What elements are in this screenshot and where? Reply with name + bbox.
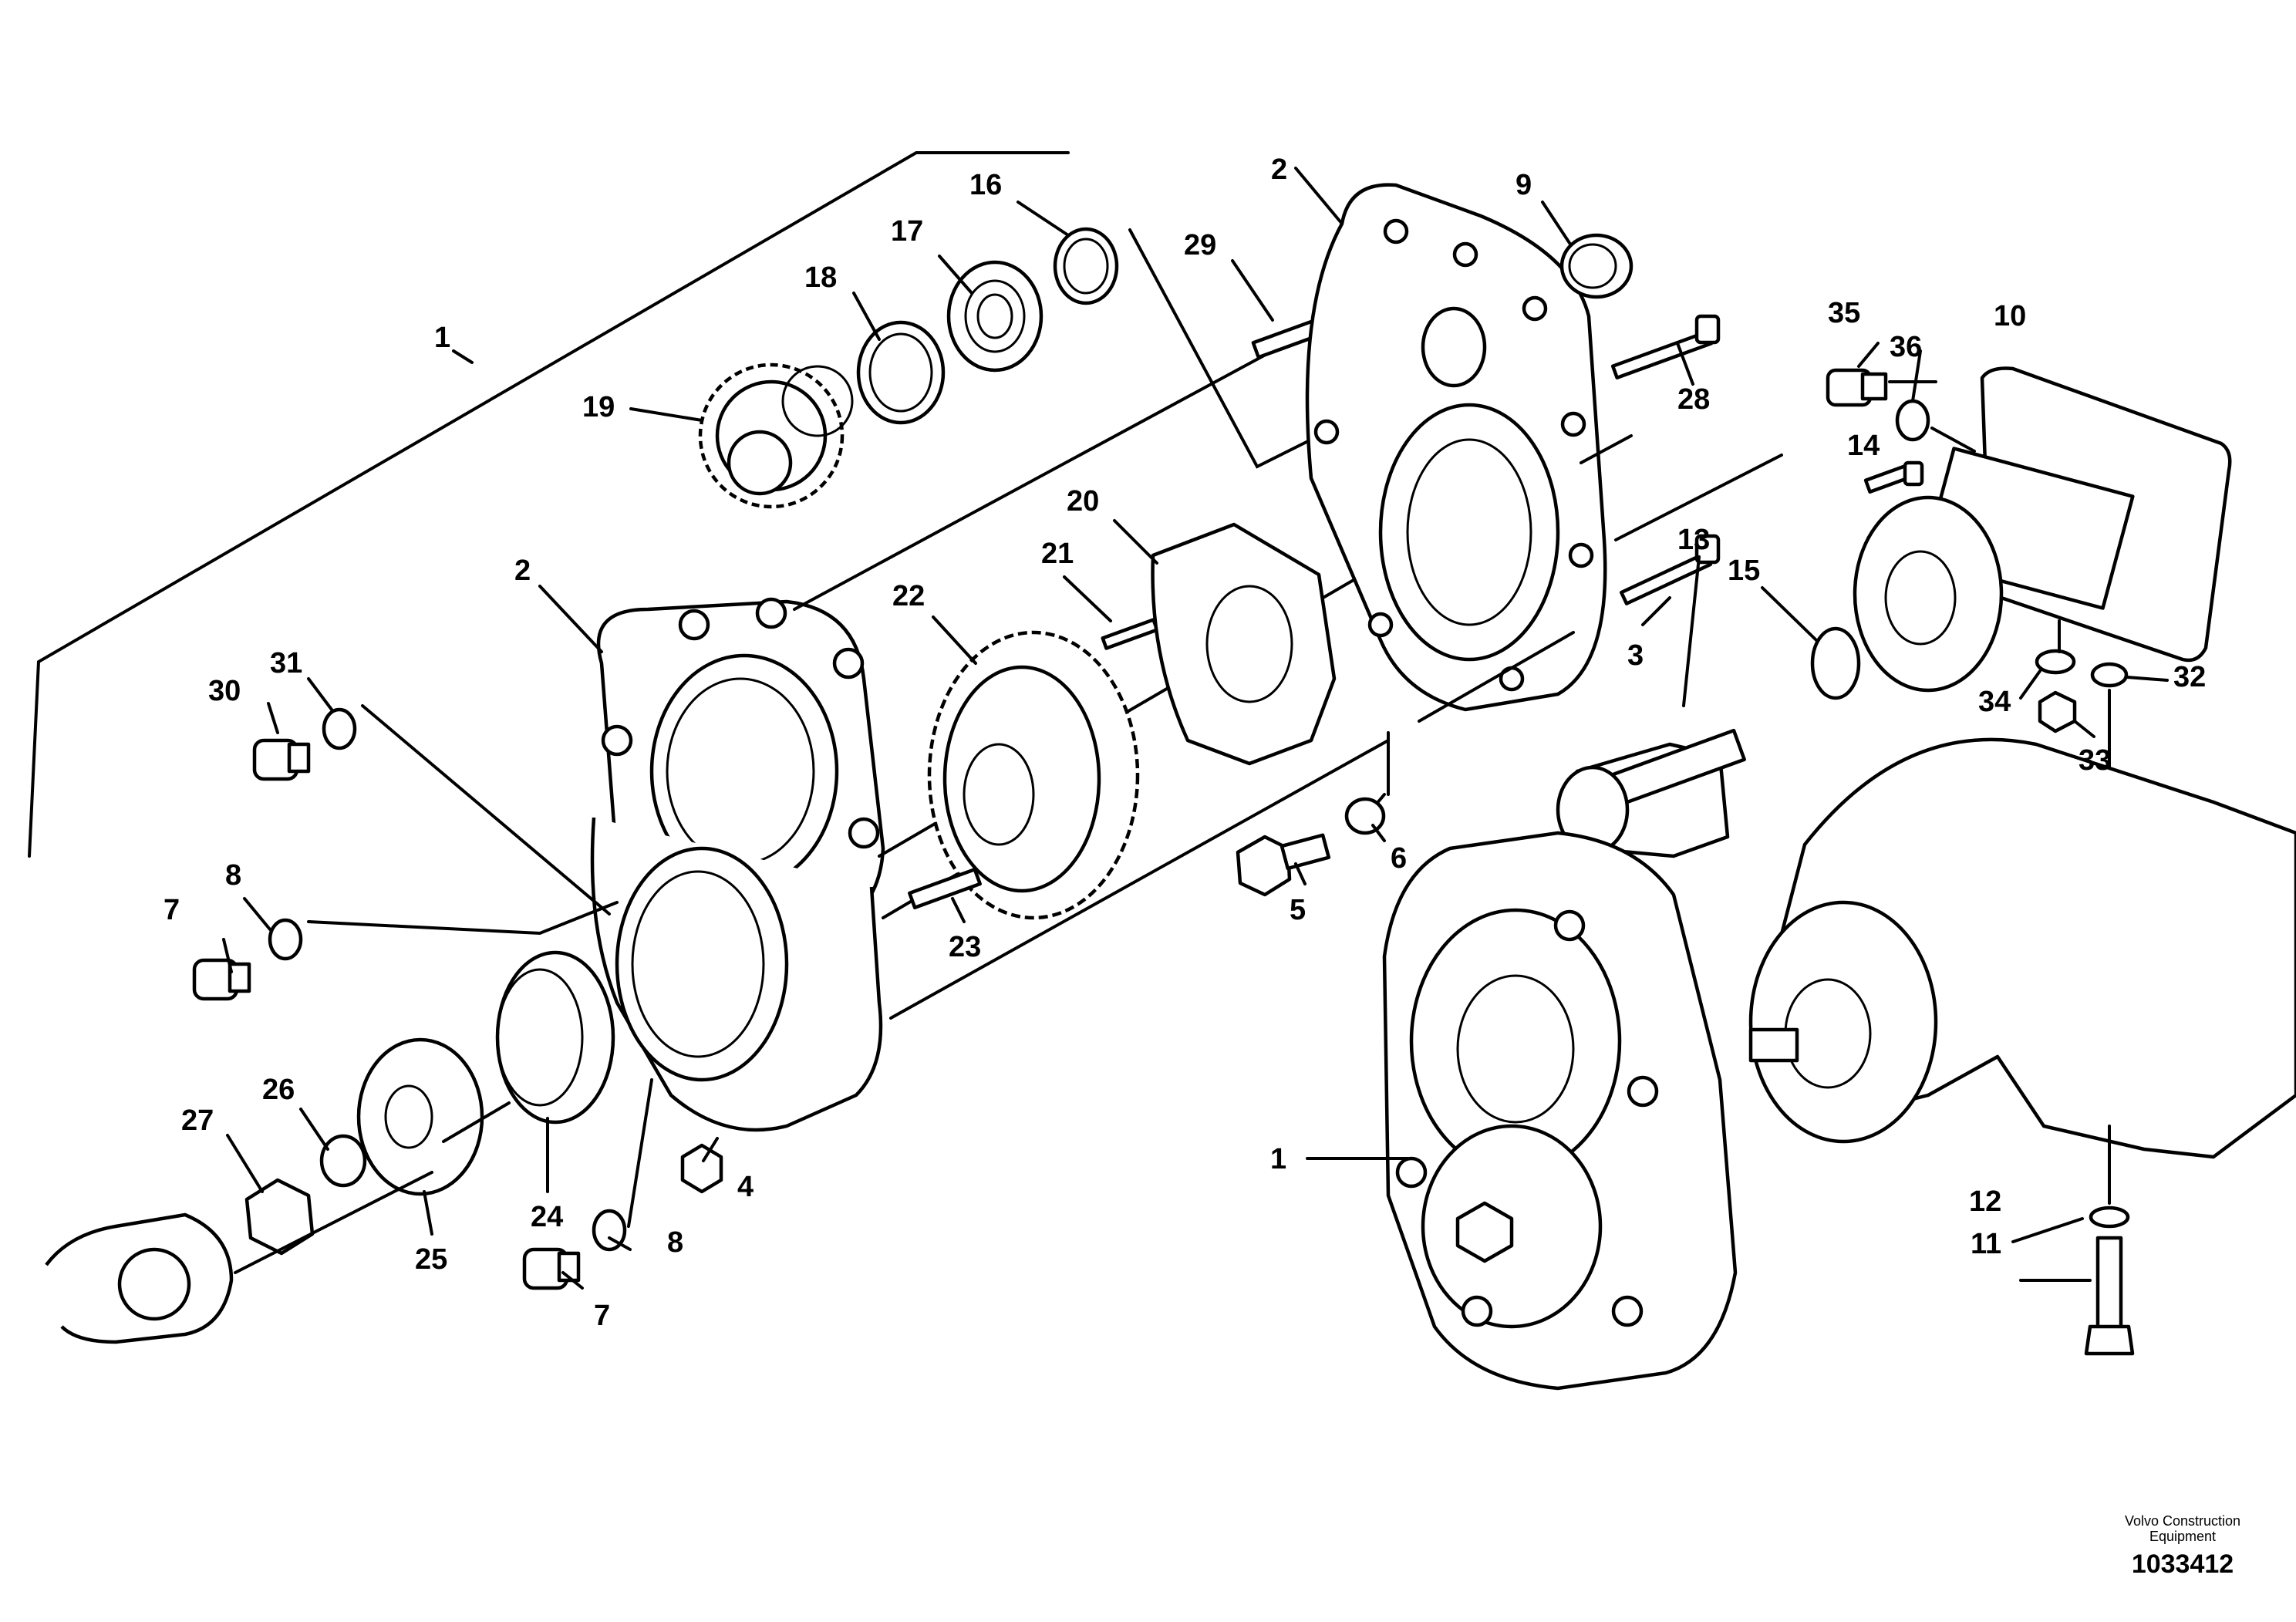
plug-35: [1826, 368, 1888, 407]
callout-1: 1: [1270, 1143, 1286, 1175]
plug-33: [2038, 690, 2077, 733]
washer-12: [2089, 1206, 2130, 1229]
callout-36: 36: [1890, 331, 1922, 363]
callout-27: 27: [181, 1104, 214, 1137]
washer-26: [319, 1134, 367, 1188]
universal-joint: [45, 1212, 234, 1344]
callout-22: 22: [892, 580, 925, 612]
callout-8: 8: [667, 1226, 683, 1259]
callout-12: 12: [1969, 1185, 2001, 1218]
callout-2: 2: [1271, 153, 1287, 186]
callout-11: 11: [1971, 1228, 2001, 1260]
callout-10: 10: [1994, 300, 2026, 332]
callout-29: 29: [1184, 229, 1216, 261]
callout-15: 15: [1728, 555, 1760, 587]
assembly-bracket-1: [28, 151, 1070, 858]
housing-lower-left: [590, 817, 883, 1132]
callout-numbers: 1 2 2 3 4 5 6 7 8 8 7 9 10 11 12 13 14 1…: [164, 153, 2206, 1332]
o-ring-8-lower: [592, 1209, 627, 1252]
o-ring-15: [1810, 626, 1861, 700]
callout-6: 6: [1391, 842, 1407, 875]
callout-7: 7: [594, 1300, 610, 1332]
housing-2-right: [1305, 183, 1607, 712]
bolt-28: [1610, 314, 1721, 379]
plug-9: [1559, 233, 1633, 299]
callout-20: 20: [1067, 485, 1099, 518]
callout-32: 32: [2173, 661, 2206, 693]
washer-32: [2090, 662, 2129, 688]
callout-26: 26: [262, 1074, 295, 1106]
callout-24: 24: [531, 1201, 563, 1233]
callout-2: 2: [514, 555, 531, 587]
callout-16: 16: [969, 169, 1002, 201]
callout-8: 8: [225, 859, 241, 892]
callout-17: 17: [891, 215, 923, 248]
pin-21: [1101, 618, 1159, 650]
nut-27: [244, 1178, 315, 1256]
axle-housing: [1748, 737, 2296, 1159]
cover-plate-20: [1151, 522, 1337, 766]
callout-23: 23: [949, 931, 981, 963]
plug-7-upper: [192, 958, 251, 1001]
plug-7-lower: [522, 1247, 581, 1290]
snap-ring-16: [1053, 227, 1119, 305]
nut-4: [680, 1143, 723, 1194]
washer-6: [1344, 797, 1386, 835]
callout-3: 3: [1627, 639, 1644, 672]
callout-25: 25: [415, 1243, 447, 1276]
callout-19: 19: [582, 391, 615, 423]
flange-25: [356, 1037, 484, 1196]
snap-ring-18: [856, 320, 946, 425]
manufacturer-name-line1: Volvo Construction: [2124, 1513, 2241, 1529]
callout-7: 7: [164, 894, 180, 926]
callout-leaders: [222, 167, 2169, 1290]
callout-21: 21: [1041, 538, 1074, 570]
gear-19: [698, 363, 854, 509]
plug-30: [252, 738, 311, 781]
callout-31: 31: [270, 647, 302, 679]
shaft-13: [1556, 728, 1746, 858]
seal-24: [495, 950, 615, 1125]
callout-14: 14: [1847, 430, 1880, 462]
o-ring-8-upper: [268, 918, 303, 961]
bolt-11: [2084, 1236, 2135, 1356]
manufacturer-label: Volvo Construction Equipment 1033412: [2082, 1513, 2283, 1580]
callout-35: 35: [1828, 297, 1860, 329]
bolt-14: [1863, 460, 1924, 494]
bearing-17: [946, 260, 1043, 373]
bolt-5: [1236, 833, 1331, 897]
drawing-number: 1033412: [2131, 1549, 2234, 1579]
bolt-3: [1619, 534, 1721, 605]
callout-1: 1: [434, 322, 450, 354]
callout-13: 13: [1677, 524, 1710, 556]
washer-34: [2035, 649, 2076, 675]
manufacturer-name-line2: Equipment: [2149, 1529, 2217, 1544]
leader-axis-upper: [1128, 228, 1328, 469]
callout-9: 9: [1515, 169, 1532, 201]
adapter-10: [1853, 366, 2232, 693]
callout-5: 5: [1290, 894, 1306, 926]
callout-33: 33: [2079, 744, 2111, 777]
o-ring-31: [322, 707, 357, 750]
o-ring-36: [1895, 399, 1930, 442]
callout-18: 18: [804, 261, 837, 294]
callout-28: 28: [1677, 383, 1710, 416]
callout-4: 4: [737, 1171, 754, 1203]
callout-30: 30: [208, 675, 241, 707]
callout-34: 34: [1978, 686, 2011, 718]
gear-22: [927, 630, 1140, 920]
transfer-case-assembly-1: [1382, 831, 1738, 1391]
stud-23: [908, 867, 982, 910]
